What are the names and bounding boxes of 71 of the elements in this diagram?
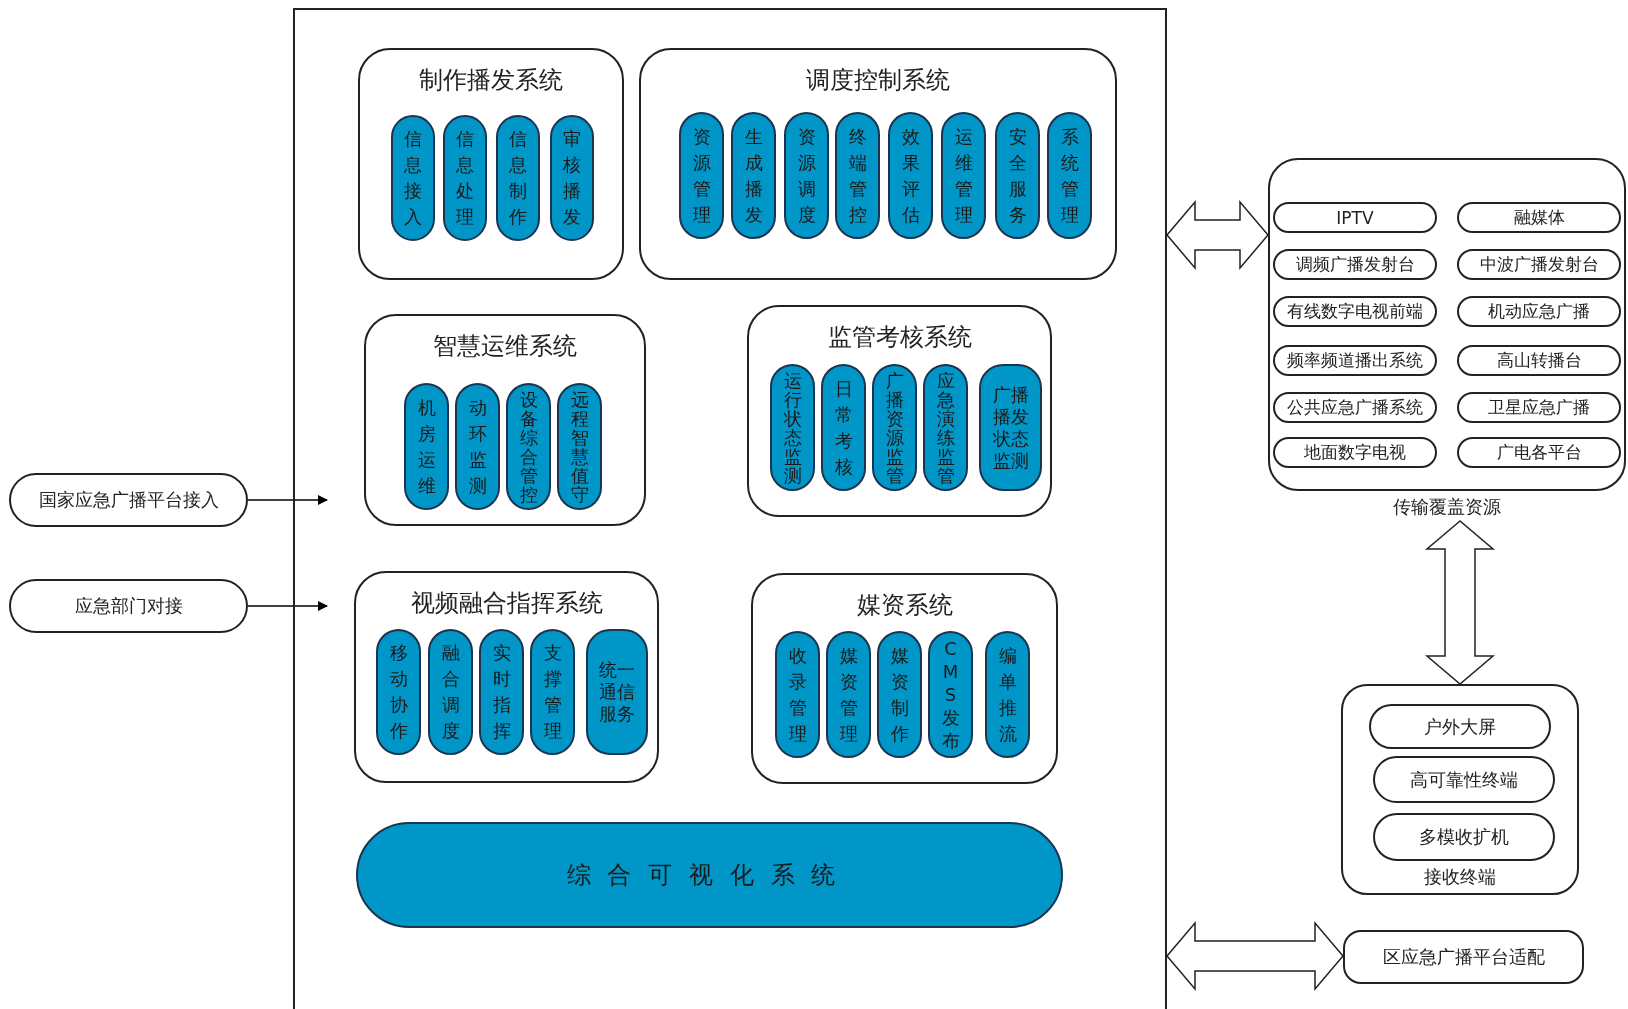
module-pill: 广播播发状态监测 <box>979 364 1042 491</box>
module-pill: 运行状态监测 <box>770 364 815 491</box>
module-pill: 生成播发 <box>731 112 776 239</box>
box-heading: 媒资系统 <box>855 590 954 621</box>
module-pill: 远程智慧值守 <box>557 383 602 510</box>
resource-pill: 地面数字电视 <box>1273 437 1437 468</box>
module-bar: 综合可视化系统 <box>356 822 1063 928</box>
module-pill: 编单推流 <box>985 631 1030 758</box>
module-pill: 审核播发 <box>550 115 594 241</box>
resource-pill: 卫星应急广播 <box>1457 392 1621 423</box>
resource-pill: 广电各平台 <box>1457 437 1621 468</box>
module-pill: 系统管理 <box>1047 112 1092 239</box>
module-pill: 效果评估 <box>888 112 933 239</box>
platform-frame <box>293 8 1167 1009</box>
module-pill: 统一通信服务 <box>586 629 648 755</box>
terminal-pill: 户外大屏 <box>1369 704 1551 749</box>
system-box <box>354 571 659 783</box>
arrow <box>247 495 328 505</box>
box-heading: 制作播发系统 <box>418 65 564 96</box>
module-pill: 支撑管理 <box>530 629 575 755</box>
resource-pill: 有线数字电视前端 <box>1273 296 1437 327</box>
resource-pill: 公共应急广播系统 <box>1273 392 1437 423</box>
adapter-box: 区应急广播平台适配 <box>1343 930 1584 984</box>
double-arrow <box>1166 199 1269 271</box>
resource-pill: 频率频道播出系统 <box>1273 345 1437 376</box>
module-pill: 运维管理 <box>941 112 986 239</box>
box-heading: 视频融合指挥系统 <box>409 588 604 619</box>
double-arrow <box>1424 520 1496 685</box>
terminal-pill: 国家应急广播平台接入 <box>9 473 248 527</box>
module-pill: 实时指挥 <box>479 629 524 755</box>
module-pill: 设备综合管控 <box>506 383 551 510</box>
module-pill: 日常考核 <box>821 364 866 491</box>
resource-pill: 高山转播台 <box>1457 345 1621 376</box>
system-box <box>747 305 1052 517</box>
module-pill: 媒资管理 <box>826 631 871 758</box>
module-pill: 信息处理 <box>443 115 487 241</box>
module-pill: 安全服务 <box>995 112 1040 239</box>
box-heading: 接收终端 <box>1423 865 1497 889</box>
box-heading: 智慧运维系统 <box>432 331 578 362</box>
terminal-pill: 高可靠性终端 <box>1373 756 1555 803</box>
double-arrow <box>1166 920 1344 992</box>
terminal-pill: 多模收扩机 <box>1373 813 1555 861</box>
resource-pill: 融媒体 <box>1457 202 1621 233</box>
module-pill: 资源调度 <box>784 112 829 239</box>
module-pill: 机房运维 <box>404 383 449 510</box>
system-box <box>639 48 1117 280</box>
terminal-pill: 应急部门对接 <box>9 579 248 633</box>
resource-pill: 机动应急广播 <box>1457 296 1621 327</box>
module-pill: 广播资源监管 <box>872 364 917 491</box>
resource-pill: 调频广播发射台 <box>1273 249 1437 280</box>
module-pill: 信息制作 <box>496 115 540 241</box>
box-heading: 监管考核系统 <box>826 322 973 353</box>
module-pill: 应急演练监管 <box>923 364 968 491</box>
system-box <box>364 314 646 526</box>
module-pill: 信息接入 <box>391 115 435 241</box>
module-pill: 移动协作 <box>376 629 421 755</box>
module-pill: 媒资制作 <box>877 631 922 758</box>
box-heading: 调度控制系统 <box>805 65 951 96</box>
system-box <box>358 48 624 280</box>
module-pill: CMS发布 <box>928 631 973 758</box>
module-pill: 动环监测 <box>455 383 500 510</box>
system-box <box>751 573 1058 784</box>
system-box <box>1341 684 1579 895</box>
module-pill: 融合调度 <box>428 629 473 755</box>
arrow <box>247 601 328 611</box>
resource-pill: IPTV <box>1273 202 1437 233</box>
module-pill: 收录管理 <box>775 631 820 758</box>
panel-caption: 传输覆盖资源 <box>1392 495 1502 519</box>
resource-pill: 中波广播发射台 <box>1457 249 1621 280</box>
module-pill: 资源管理 <box>679 112 724 239</box>
module-pill: 终端管控 <box>835 112 880 239</box>
